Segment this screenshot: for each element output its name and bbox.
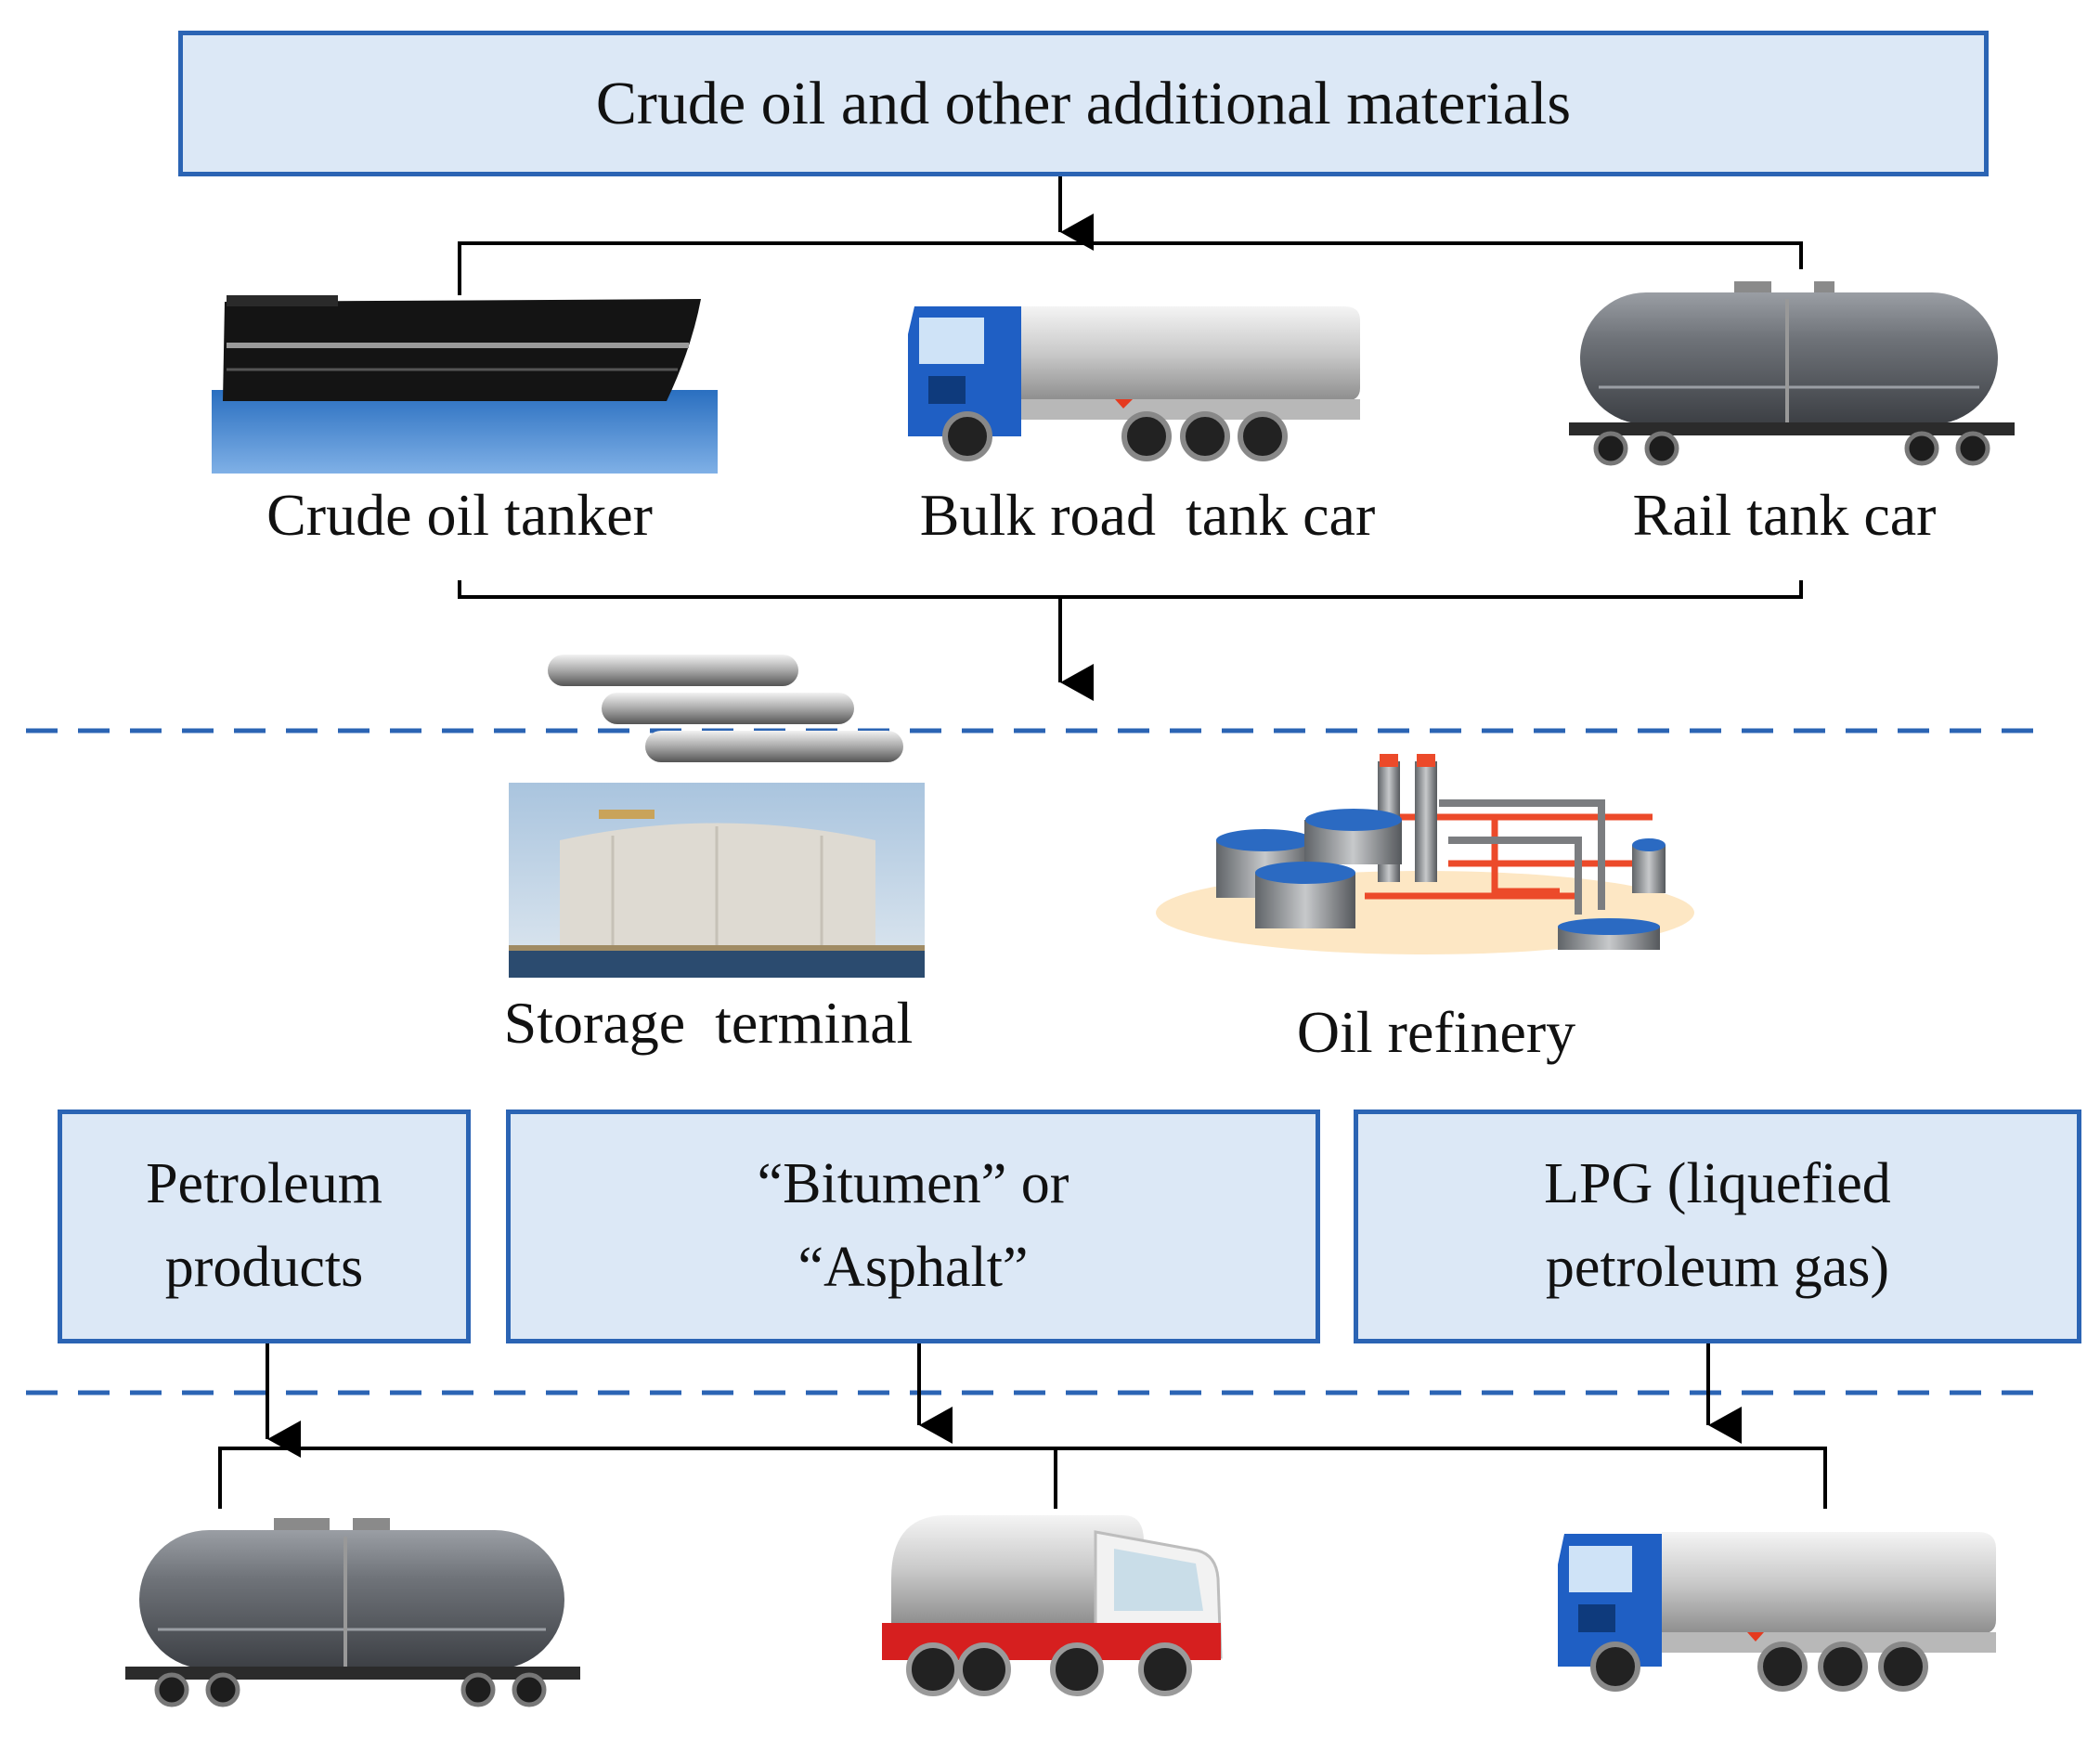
petroleum-products-box: Petroleum products bbox=[58, 1110, 471, 1343]
product-box-line: petroleum gas) bbox=[1545, 1236, 1890, 1299]
bitumen-truck-icon bbox=[882, 1515, 1223, 1696]
collect-connector bbox=[458, 580, 1803, 701]
crude-oil-tanker-label: Crude oil tanker bbox=[266, 482, 653, 548]
storage-tank-icon bbox=[509, 783, 925, 978]
rail-tank-car-icon bbox=[1569, 281, 2015, 466]
bulk-road-tank-car-label: Bulk road tank car bbox=[919, 482, 1376, 548]
source-box-label: Crude oil and other additional materials bbox=[595, 69, 1572, 137]
product-box-line: Petroleum bbox=[146, 1152, 382, 1216]
source-box: Crude oil and other additional materials bbox=[178, 31, 1989, 176]
product-box-line: “Bitumen” or bbox=[757, 1152, 1069, 1216]
ship-icon bbox=[212, 295, 718, 474]
pipeline-icon bbox=[548, 655, 903, 762]
product-box-line: LPG (liquefied bbox=[1544, 1152, 1891, 1216]
rail-tank-car-label: Rail tank car bbox=[1632, 482, 1937, 548]
outbound-connector bbox=[218, 1343, 1827, 1509]
tank-truck-icon bbox=[908, 306, 1360, 461]
product-box-line: “Asphalt” bbox=[797, 1236, 1029, 1299]
storage-terminal-label: Storage terminal bbox=[503, 990, 914, 1056]
oil-refinery-label: Oil refinery bbox=[1296, 999, 1576, 1065]
top-distribution-connector bbox=[458, 176, 1803, 295]
refinery-icon bbox=[1156, 754, 1694, 954]
tank-truck-icon bbox=[1558, 1532, 1996, 1692]
lpg-box: LPG (liquefied petroleum gas) bbox=[1354, 1110, 2081, 1343]
product-box-line: products bbox=[164, 1236, 364, 1299]
bitumen-asphalt-box: “Bitumen” or “Asphalt” bbox=[506, 1110, 1320, 1343]
rail-tank-car-icon bbox=[125, 1518, 580, 1707]
